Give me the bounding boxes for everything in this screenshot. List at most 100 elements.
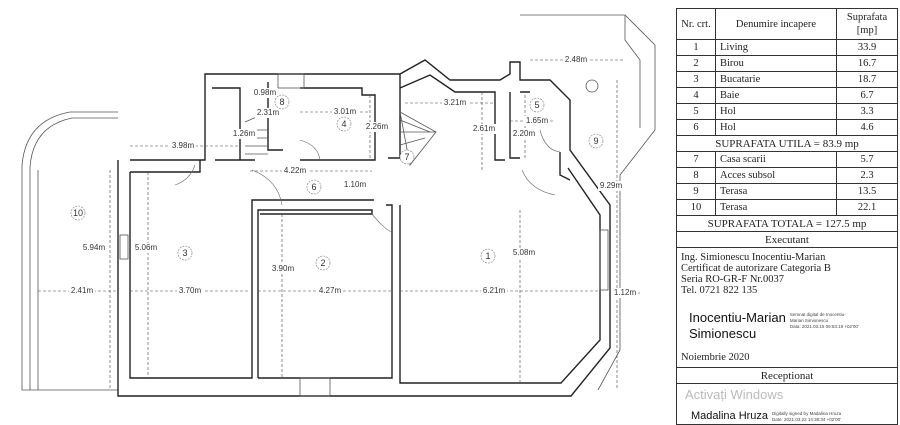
dimension-label: 1.26m	[233, 129, 256, 138]
receptionat-label: Receptionat	[676, 367, 898, 384]
room-number: 1	[485, 251, 490, 261]
exterior-wall	[117, 118, 611, 397]
room-area: 22.1	[836, 199, 898, 216]
door-swing	[371, 213, 393, 233]
dimension-label-bg	[270, 264, 296, 274]
room-name: Baie	[715, 87, 837, 104]
dimension-label-bg	[342, 180, 368, 190]
dimension-label: 5.08m	[513, 248, 536, 257]
windows-activation-watermark: Activați Windows	[685, 387, 784, 402]
dimension-label-bg	[231, 129, 257, 139]
window-icon	[599, 229, 609, 291]
room-number: 7	[404, 152, 409, 162]
signature-meta: Data: 2021.03.15 09:53:19 +02'00'	[789, 324, 859, 329]
signature-name-2: Simionescu	[689, 326, 757, 341]
usable-area-total: SUPRAFATA UTILA = 83.9 mp	[676, 135, 898, 152]
column-icon	[585, 79, 599, 93]
dimension-label-bg	[612, 288, 638, 298]
dimension-label: 3.98m	[172, 141, 195, 150]
dimension-label: 4.27m	[319, 286, 342, 295]
executant-line: Certificat de autorizare Categoria B	[681, 263, 831, 274]
dimension-label-bg	[471, 124, 497, 134]
executant-line: Ing. Simionescu Inocentiu-Marian	[681, 252, 826, 263]
terrace-10-outline	[21, 111, 118, 391]
dimension-label: 1.65m	[526, 116, 549, 125]
room-area: 5.7	[836, 151, 898, 168]
room-number-circle	[336, 116, 352, 132]
header-nr: Nr. crt.	[676, 8, 716, 40]
signature-meta: Marian Simionescu	[789, 318, 829, 323]
room-name: Birou	[715, 55, 837, 72]
room-name: Terasa	[715, 199, 837, 216]
dimension-label-bg	[332, 107, 358, 117]
room-name: Living	[715, 39, 837, 56]
dimension-label-bg	[252, 88, 278, 98]
room-name: Acces subsol	[715, 167, 837, 184]
dimension-label-bg	[255, 108, 281, 118]
dimension-label: 5.06m	[135, 243, 158, 252]
dimension-label-bg	[598, 181, 624, 191]
dimension-label-bg	[317, 286, 343, 296]
room-name: Bucatarie	[715, 71, 837, 88]
room-area: 3.3	[836, 103, 898, 120]
signature-meta: Semnat digital de Inocentiu-	[789, 312, 846, 317]
interior-wall-outline	[129, 167, 601, 384]
dimension-label: 2.48m	[565, 55, 588, 64]
terrace-10-inner	[29, 117, 118, 390]
room-nr: 1	[676, 39, 716, 56]
room-number: 3	[182, 248, 187, 258]
room-area: 13.5	[836, 183, 898, 200]
room-area: 16.7	[836, 55, 898, 72]
room-name: Hol	[715, 103, 837, 120]
dimension-label: 6.21m	[483, 286, 506, 295]
room-area: 18.7	[836, 71, 898, 88]
room-nr: 10	[676, 199, 716, 216]
receiver-signature: Madalina Hruza Digitally signed by Madal…	[691, 408, 841, 424]
room-number: 2	[320, 258, 325, 268]
dimension-label-bg	[511, 129, 537, 139]
receiver-name: Madalina Hruza	[691, 410, 769, 422]
dimension-label-bg	[524, 116, 550, 126]
dimension-label-bg	[81, 243, 107, 253]
door-swing	[174, 164, 196, 186]
room-area-table: Nr. crt. Denumire incapere Suprafata [mp…	[676, 8, 898, 425]
room-nr: 5	[676, 103, 716, 120]
dimension-label: 3.70m	[179, 286, 202, 295]
door-swing	[251, 169, 283, 206]
executant-line: Seria RO-GR-F Nr.0037	[681, 274, 784, 285]
room-area: 2.3	[836, 167, 898, 184]
table-header-row: Nr. crt. Denumire incapere Suprafata [mp…	[676, 8, 898, 40]
door-swing	[539, 129, 561, 153]
dimension-label-bg	[442, 98, 468, 108]
signature-name-1: Inocentiu-Marian	[689, 310, 786, 325]
dimension-label: 3.21m	[444, 98, 467, 107]
header-name: Denumire incapere	[715, 8, 837, 40]
dimension-label: 2.26m	[366, 122, 389, 131]
room-number: 5	[534, 100, 539, 110]
dimension-label: 4.22m	[284, 166, 307, 175]
dimension-label: 2.61m	[473, 124, 496, 133]
dimension-label: 5.94m	[83, 243, 106, 252]
dimension-label-bg	[170, 141, 196, 151]
dimension-label: 0.98m	[254, 88, 277, 97]
room-area: 33.9	[836, 39, 898, 56]
total-area: SUPRAFATA TOTALA = 127.5 mp	[676, 215, 898, 232]
room-number-circle	[70, 205, 86, 221]
room-nr: 4	[676, 87, 716, 104]
document-date: Noiembrie 2020	[681, 352, 750, 363]
terrace-9-outline	[520, 14, 656, 391]
room-number: 8	[279, 97, 284, 107]
room-nr: 3	[676, 71, 716, 88]
room-number-circle	[306, 179, 322, 195]
room-nr: 9	[676, 183, 716, 200]
room-nr: 7	[676, 151, 716, 168]
upper-walls	[130, 59, 571, 181]
dimension-label: 3.90m	[272, 264, 295, 273]
room-area: 4.6	[836, 119, 898, 136]
